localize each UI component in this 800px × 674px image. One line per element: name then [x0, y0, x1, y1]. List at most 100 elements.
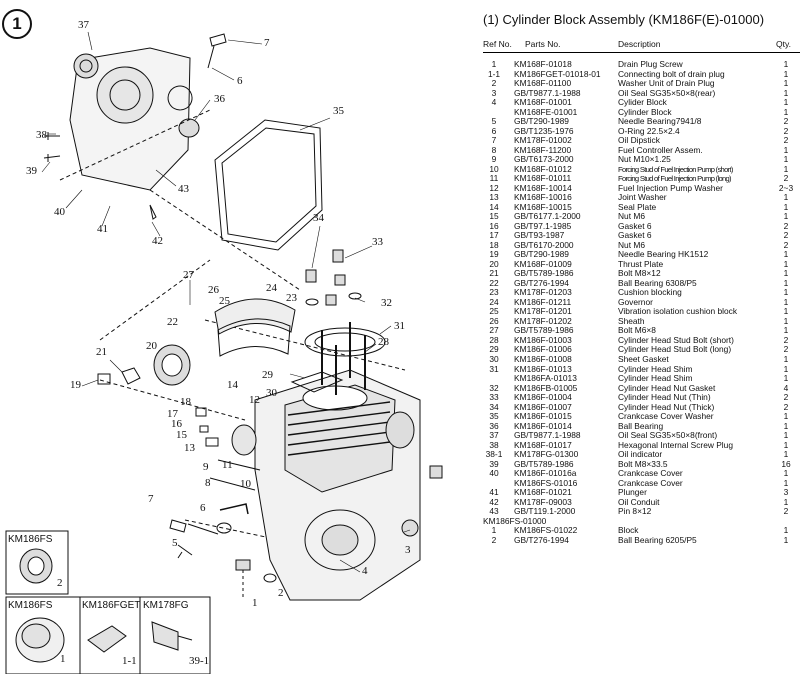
description-cell: Oil Dipstick: [618, 135, 660, 146]
callout-16: 16: [171, 418, 182, 430]
part-no-cell: GB/T290-1989: [514, 249, 569, 260]
qty-cell: 2: [783, 506, 789, 517]
part-no-cell: KM168F-10014: [514, 182, 572, 193]
qty-cell: 2~3: [778, 182, 794, 193]
description-cell: Forcing Stud of Fuel Injection Pump (lon…: [618, 174, 732, 184]
callout-22: 22: [167, 316, 178, 328]
part-no-cell: KM186F-01004: [514, 392, 572, 403]
qty-cell: 1: [783, 97, 789, 108]
qty-cell: 1: [783, 420, 789, 431]
callout-7: 7: [264, 37, 270, 49]
part-no-cell: GB/T276-1994: [514, 277, 569, 288]
qty-cell: 1: [783, 296, 789, 307]
description-cell: Crankcase Cover: [618, 468, 683, 479]
description-cell: Cylinder Head Stud Bolt (long): [618, 344, 732, 355]
callout-12: 12: [249, 394, 260, 406]
description-cell: Needle Bearing HK1512: [618, 249, 709, 260]
header-ref-no: Ref No.: [483, 39, 512, 49]
part-no-cell: GB/T97.1-1985: [514, 220, 572, 231]
description-cell: Fuel Injection Pump Washer: [618, 182, 723, 193]
ref-no-cell: 32: [489, 382, 499, 393]
part-no-cell: KM186F-01016a: [514, 468, 577, 479]
ref-no-cell: 35: [489, 411, 499, 422]
callout-39: 39: [26, 165, 37, 177]
callout-10: 10: [240, 478, 251, 490]
part-no-cell: GB/T290-1989: [514, 116, 569, 127]
ref-no-cell: 11: [489, 173, 499, 184]
head-gasket-drawing: [304, 327, 386, 357]
description-cell: Pin 8×12: [618, 506, 652, 517]
qty-cell: 2: [783, 116, 789, 127]
callout-27: 27: [183, 269, 194, 281]
callout-inset-1: 1: [60, 653, 66, 665]
ref-no-cell: 10: [489, 163, 499, 174]
qty-cell: 3: [783, 487, 789, 498]
table-row: KM186FS-01000: [483, 516, 800, 527]
description-cell: Oil indicator: [618, 449, 663, 460]
diagram-drawing: [5, 31, 443, 674]
ref-no-cell: 21: [489, 268, 499, 279]
callout-2: 2: [278, 587, 284, 599]
description-cell: Needle Bearing7941/8: [618, 116, 702, 127]
ref-no-cell: 6: [491, 125, 497, 136]
description-cell: Nut M6: [618, 211, 645, 222]
callout-14: 14: [227, 379, 238, 391]
qty-cell: 2: [783, 125, 789, 136]
ref-no-cell: 26: [489, 315, 499, 326]
qty-cell: 2: [783, 230, 789, 241]
callout-26: 26: [208, 284, 219, 296]
qty-cell: 1: [783, 258, 789, 269]
part-no-cell: KM186F-01006: [514, 344, 572, 355]
qty-cell: 1: [783, 353, 789, 364]
qty-cell: 1: [783, 268, 789, 279]
callout-38: 38: [36, 129, 47, 141]
ref-no-cell: 18: [489, 239, 499, 250]
part-no-cell: KM186F-01014: [514, 420, 572, 431]
qty-cell: 2: [783, 334, 789, 345]
callout-9: 9: [203, 461, 209, 473]
description-cell: Sheath: [618, 315, 645, 326]
qty-cell: 2: [783, 173, 789, 184]
callout-31: 31: [394, 320, 405, 332]
description-cell: Cylinder Head Nut (Thick): [618, 401, 715, 412]
callout-30: 30: [266, 387, 277, 399]
description-cell: Cylinder Head Nut (Thin): [618, 392, 711, 403]
qty-cell: 1: [783, 430, 789, 441]
ref-no-cell: 16: [489, 220, 499, 231]
parts-list: (1) Cylinder Block Assembly (KM186F(E)-0…: [478, 0, 800, 674]
part-no-cell: KM168F-01009: [514, 258, 572, 269]
description-cell: Thrust Plate: [618, 258, 664, 269]
qty-cell: 1: [783, 68, 789, 79]
description-cell: Bolt M6×8: [618, 325, 656, 336]
part-no-cell: KM186FB-01005: [514, 382, 578, 393]
callout-4: 4: [362, 565, 368, 577]
description-cell: Ball Bearing 6205/P5: [618, 534, 697, 545]
ref-no-cell: 34: [489, 401, 499, 412]
description-cell: Sheet Gasket: [618, 353, 669, 364]
description-cell: Drain Plug Screw: [618, 59, 683, 69]
part-no-cell: KM168F-11200: [514, 144, 572, 155]
description-cell: Oil Seal SG35×50×8(front): [618, 430, 718, 441]
qty-cell: 1: [783, 306, 789, 317]
part-no-cell: KM178F-01203: [514, 287, 572, 298]
qty-cell: 1: [783, 534, 789, 545]
